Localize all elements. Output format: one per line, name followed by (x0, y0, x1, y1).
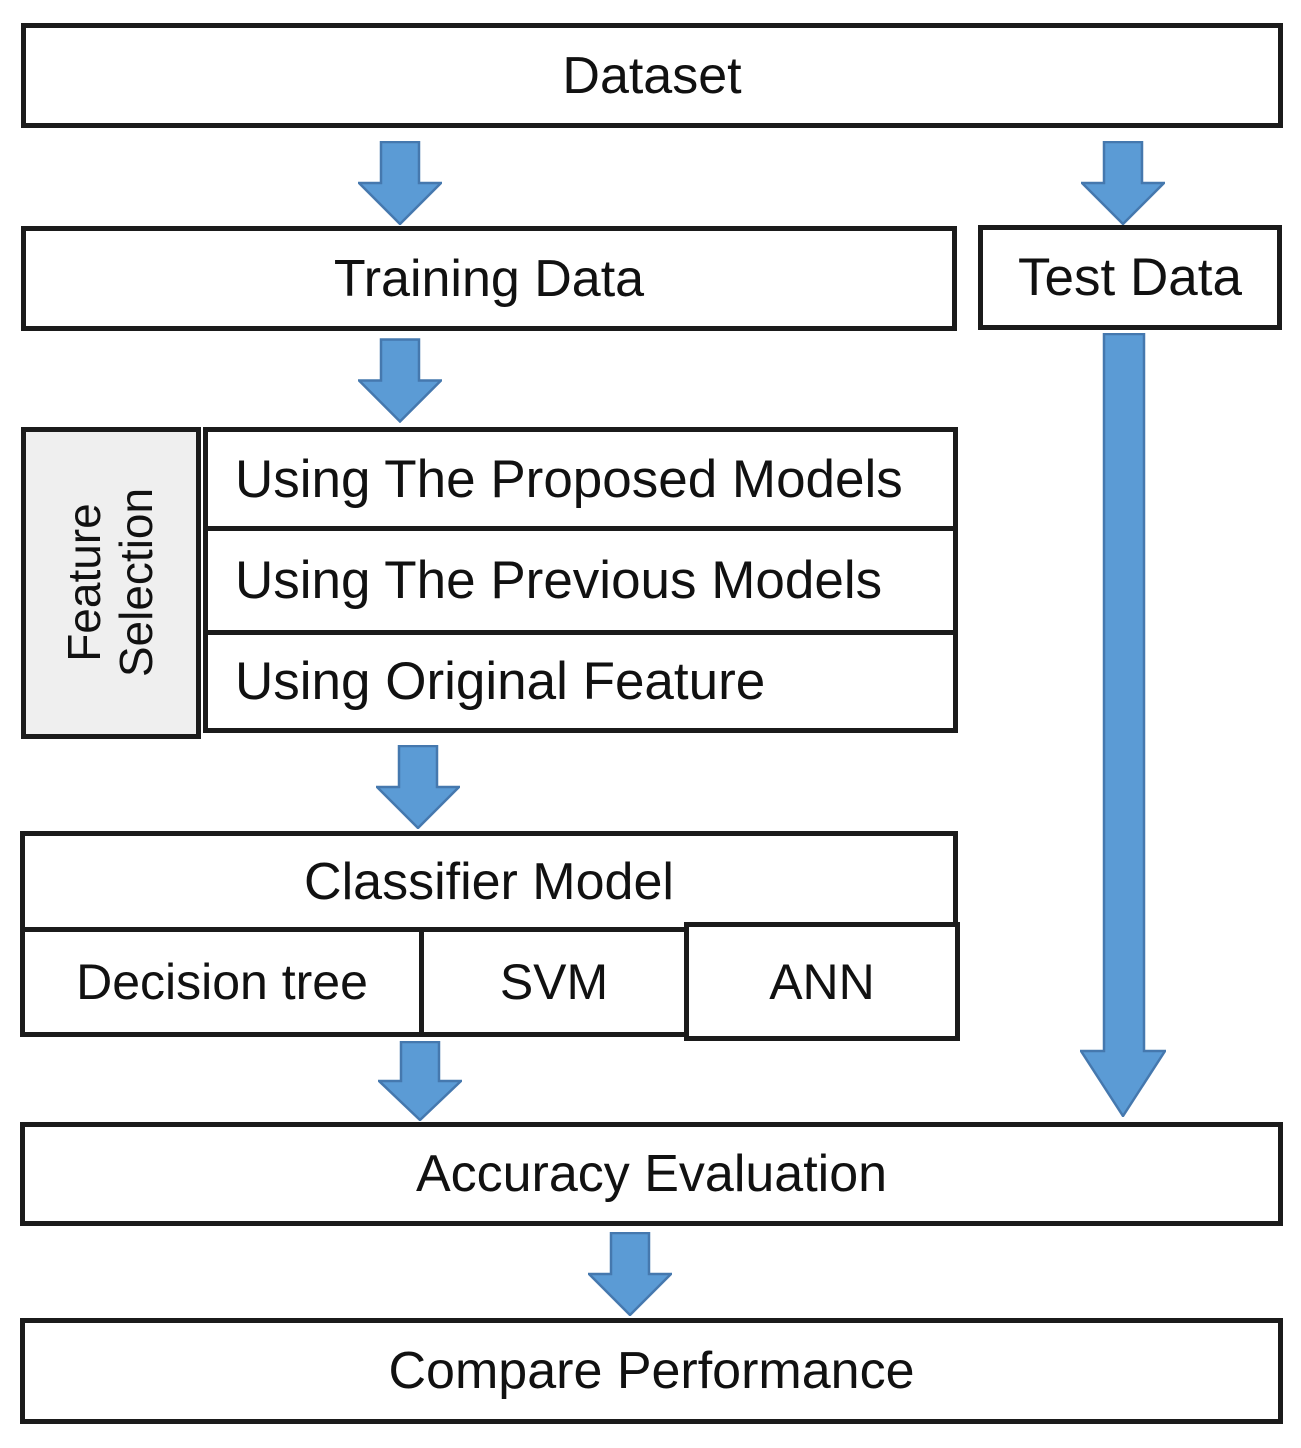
feature-method-label: Using The Proposed Models (235, 449, 903, 509)
node-test-data: Test Data (978, 225, 1282, 330)
node-classifier-model-label: Classifier Model (304, 852, 674, 911)
node-feature-method-original: Using Original Feature (203, 630, 958, 733)
node-feature-selection-label-box: Feature Selection (21, 427, 201, 739)
down-arrow-dataset-to-training (358, 141, 442, 225)
node-compare-performance-label: Compare Performance (388, 1342, 915, 1400)
down-arrow-dataset-to-test (1081, 141, 1165, 225)
node-classifier-ann: ANN (684, 922, 960, 1041)
down-arrow-training-to-feature-selection (358, 338, 442, 423)
feature-selection-rotated-label: Feature Selection (58, 488, 163, 678)
node-dataset: Dataset (21, 23, 1283, 128)
node-classifier-decision-tree: Decision tree (20, 927, 424, 1037)
feature-method-label: Using Original Feature (235, 652, 766, 711)
feature-method-label: Using The Previous Models (235, 551, 883, 610)
node-training-data: Training Data (21, 226, 957, 331)
down-arrow-classifier-to-accuracy (378, 1041, 462, 1121)
down-arrow-feature-to-classifier (376, 745, 460, 829)
node-classifier-svm: SVM (419, 927, 689, 1037)
down-arrow-accuracy-to-compare (588, 1232, 672, 1316)
node-training-data-label: Training Data (333, 249, 645, 308)
node-classifier-model: Classifier Model (20, 831, 958, 932)
down-arrow-test-to-accuracy (1080, 333, 1166, 1117)
classifier-cell-label: ANN (769, 953, 875, 1010)
node-compare-performance: Compare Performance (20, 1318, 1283, 1424)
classifier-cell-label: Decision tree (76, 954, 368, 1010)
node-test-data-label: Test Data (1018, 248, 1242, 307)
node-feature-method-previous: Using The Previous Models (203, 526, 958, 635)
node-feature-method-proposed: Using The Proposed Models (203, 427, 958, 531)
node-accuracy-evaluation-label: Accuracy Evaluation (415, 1145, 888, 1203)
classifier-cell-label: SVM (499, 954, 609, 1010)
node-accuracy-evaluation: Accuracy Evaluation (20, 1122, 1283, 1226)
node-dataset-label: Dataset (562, 46, 742, 105)
